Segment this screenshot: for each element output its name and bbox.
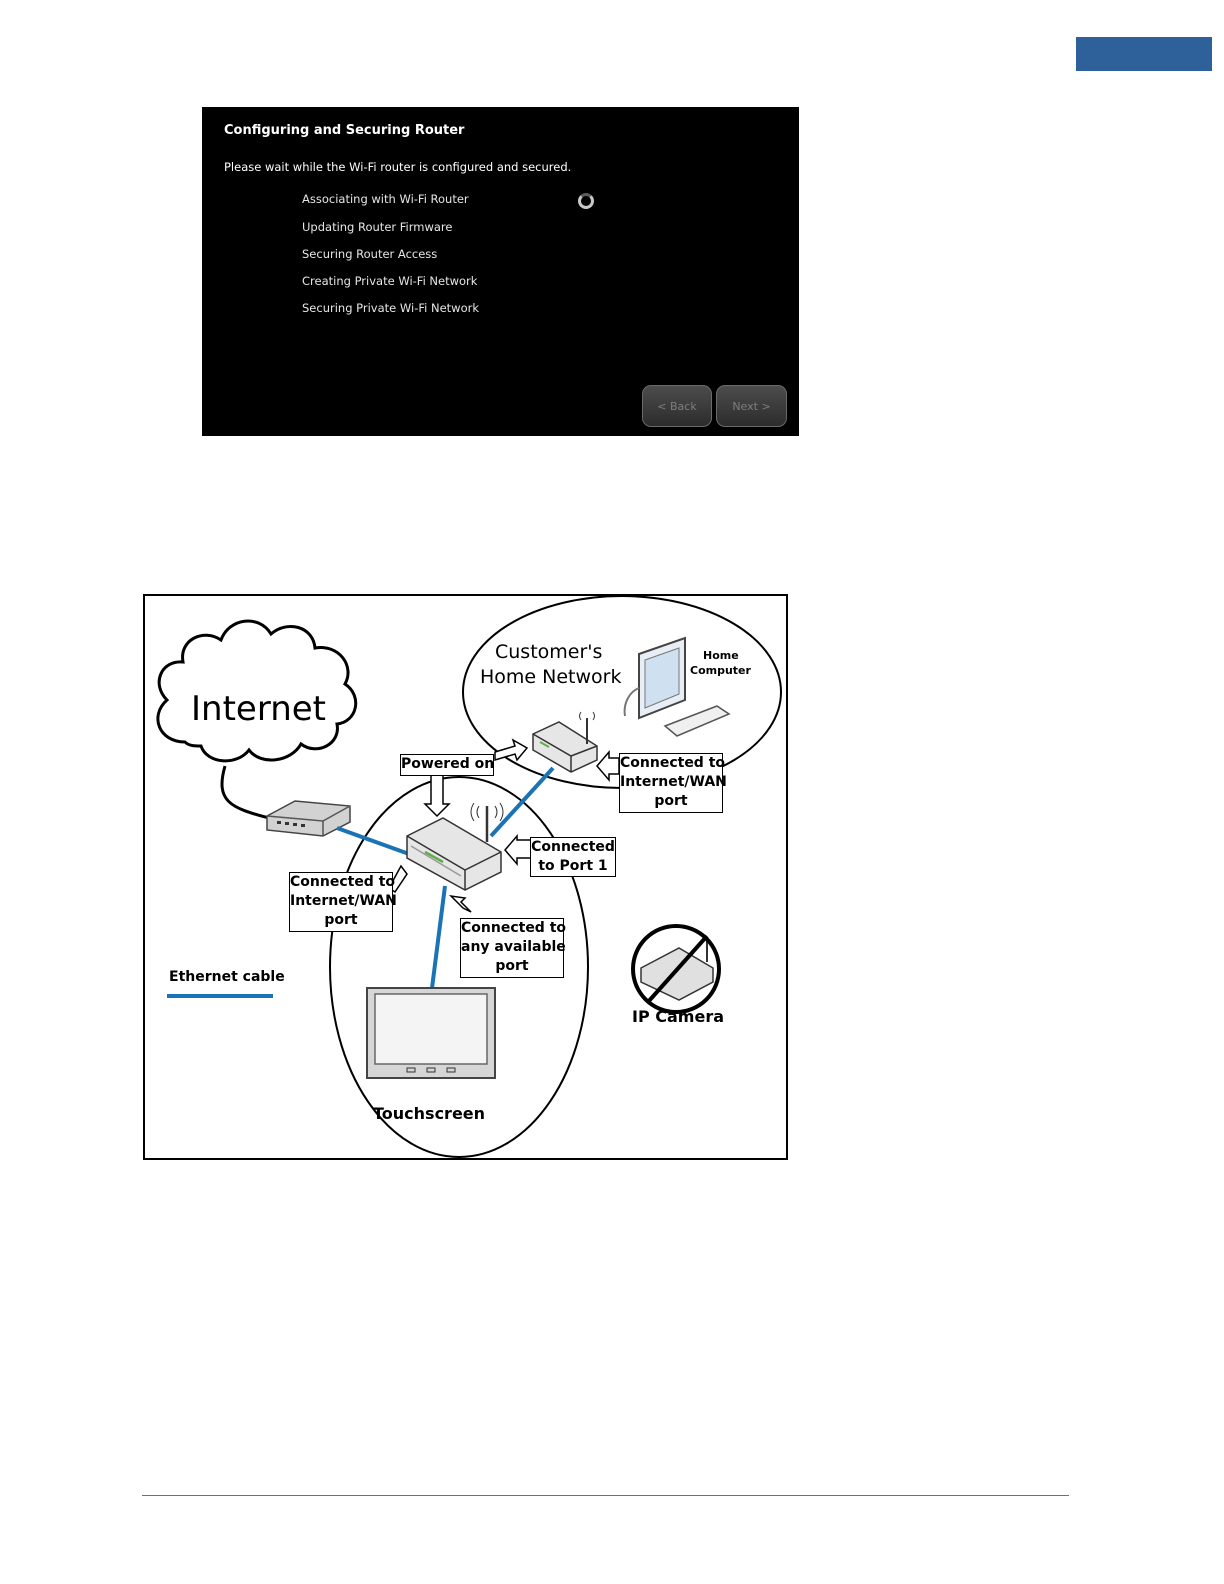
touchscreen-network-boundary [329, 776, 589, 1158]
step-updating-firmware: Updating Router Firmware [302, 220, 453, 234]
ethernet-legend-label: Ethernet cable [169, 969, 285, 985]
home-network-label-line1: Customer's [495, 641, 603, 663]
ip-camera-prohibited-icon [631, 924, 721, 1014]
home-router-callout-line1: Connected to [620, 755, 726, 771]
home-computer-label-line2: Computer [690, 664, 751, 677]
any-port-callout: Connected to any available port [460, 918, 567, 978]
home-network-label-line2: Home Network [480, 666, 622, 688]
ethernet-cables [336, 766, 555, 989]
modem-icon [266, 800, 351, 837]
modem-wire [220, 765, 270, 820]
screen-title: Configuring and Securing Router [224, 123, 465, 138]
port1-callout-line1: Connected [531, 839, 615, 855]
home-router-callout-line3: port [654, 793, 688, 809]
home-computer-icon [623, 636, 731, 737]
step-associating: Associating with Wi-Fi Router [302, 192, 469, 206]
powered-on-callout: Powered on [400, 754, 494, 776]
any-port-callout-line3: port [495, 958, 529, 974]
footer-rule [142, 1495, 1069, 1496]
any-port-callout-line1: Connected to [461, 920, 567, 936]
home-router-callout-line2: Internet/WAN [620, 774, 727, 790]
ip-camera-label: IP Camera [632, 1007, 724, 1026]
diagram-graphics [156, 596, 782, 1158]
port1-callout-line2: to Port 1 [538, 858, 608, 874]
next-button[interactable]: Next > [716, 385, 787, 427]
step-securing-access: Securing Router Access [302, 247, 438, 261]
router-setup-screen: Configuring and Securing Router Please w… [202, 107, 799, 436]
loading-spinner-icon [578, 193, 594, 209]
main-router-icon [406, 802, 504, 891]
touchscreen-device-icon [366, 987, 496, 1079]
screen-instruction: Please wait while the Wi-Fi router is co… [224, 160, 572, 174]
section-tab [1076, 37, 1212, 71]
home-computer-label-line1: Home [703, 649, 739, 662]
home-router-icon [532, 711, 598, 773]
modem-callout-line1: Connected to [290, 874, 396, 890]
back-button[interactable]: < Back [642, 385, 712, 427]
any-port-callout-line2: any available [461, 939, 566, 955]
touchscreen-label: Touchscreen [373, 1104, 486, 1123]
modem-callout-line3: port [324, 912, 358, 928]
step-creating-network: Creating Private Wi-Fi Network [302, 274, 478, 288]
home-router-wan-callout: Connected to Internet/WAN port [619, 753, 727, 813]
modem-wan-callout: Connected to Internet/WAN port [289, 872, 397, 932]
network-diagram: Internet Customer's Home Network Home Co… [143, 594, 788, 1160]
internet-cloud-icon [156, 619, 358, 763]
step-securing-network: Securing Private Wi-Fi Network [302, 301, 480, 315]
callout-arrows [388, 738, 620, 913]
modem-callout-line2: Internet/WAN [290, 893, 397, 909]
internet-label: Internet [191, 689, 327, 729]
port1-callout: Connected to Port 1 [530, 837, 616, 877]
